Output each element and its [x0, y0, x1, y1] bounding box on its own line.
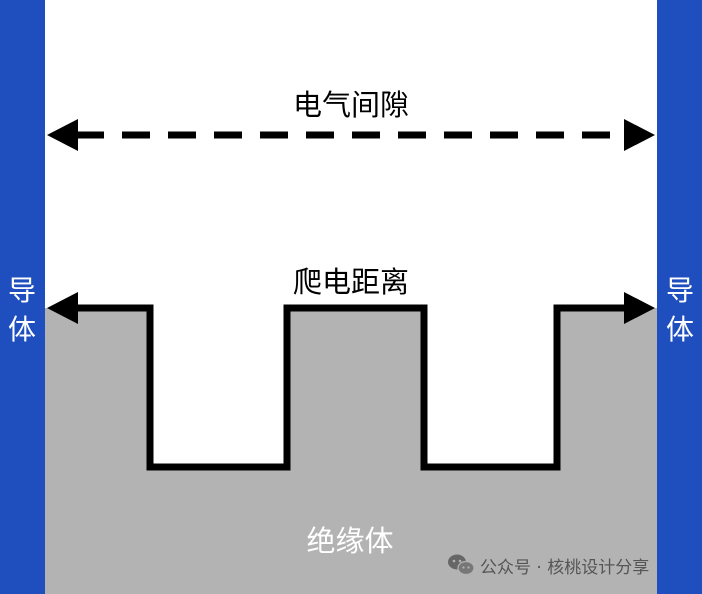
- insulator-body: [45, 308, 657, 594]
- conductor-right: [657, 0, 702, 594]
- insulator-label: 绝缘体: [306, 524, 393, 558]
- conductor-right-label-top: 导: [666, 274, 694, 307]
- conductor-left-label-top: 导: [8, 274, 36, 307]
- watermark-text: 公众号 · 核桃设计分享: [480, 558, 649, 578]
- wechat-icon: [448, 554, 475, 576]
- creepage-arrowhead-right: [624, 292, 655, 324]
- clearance-label: 电气间隙: [293, 88, 409, 122]
- conductor-right-label-bottom: 体: [666, 313, 694, 346]
- clearance-arrowhead-left: [47, 119, 78, 151]
- creepage-label: 爬电距离: [293, 265, 409, 299]
- creepage-path: [74, 304, 628, 471]
- watermark: 公众号 · 核桃设计分享: [448, 554, 649, 578]
- clearance-arrowhead-right: [624, 119, 655, 151]
- creepage-arrowhead-left: [47, 292, 78, 324]
- conductor-left: [0, 0, 45, 594]
- conductor-left-label-bottom: 体: [8, 313, 36, 346]
